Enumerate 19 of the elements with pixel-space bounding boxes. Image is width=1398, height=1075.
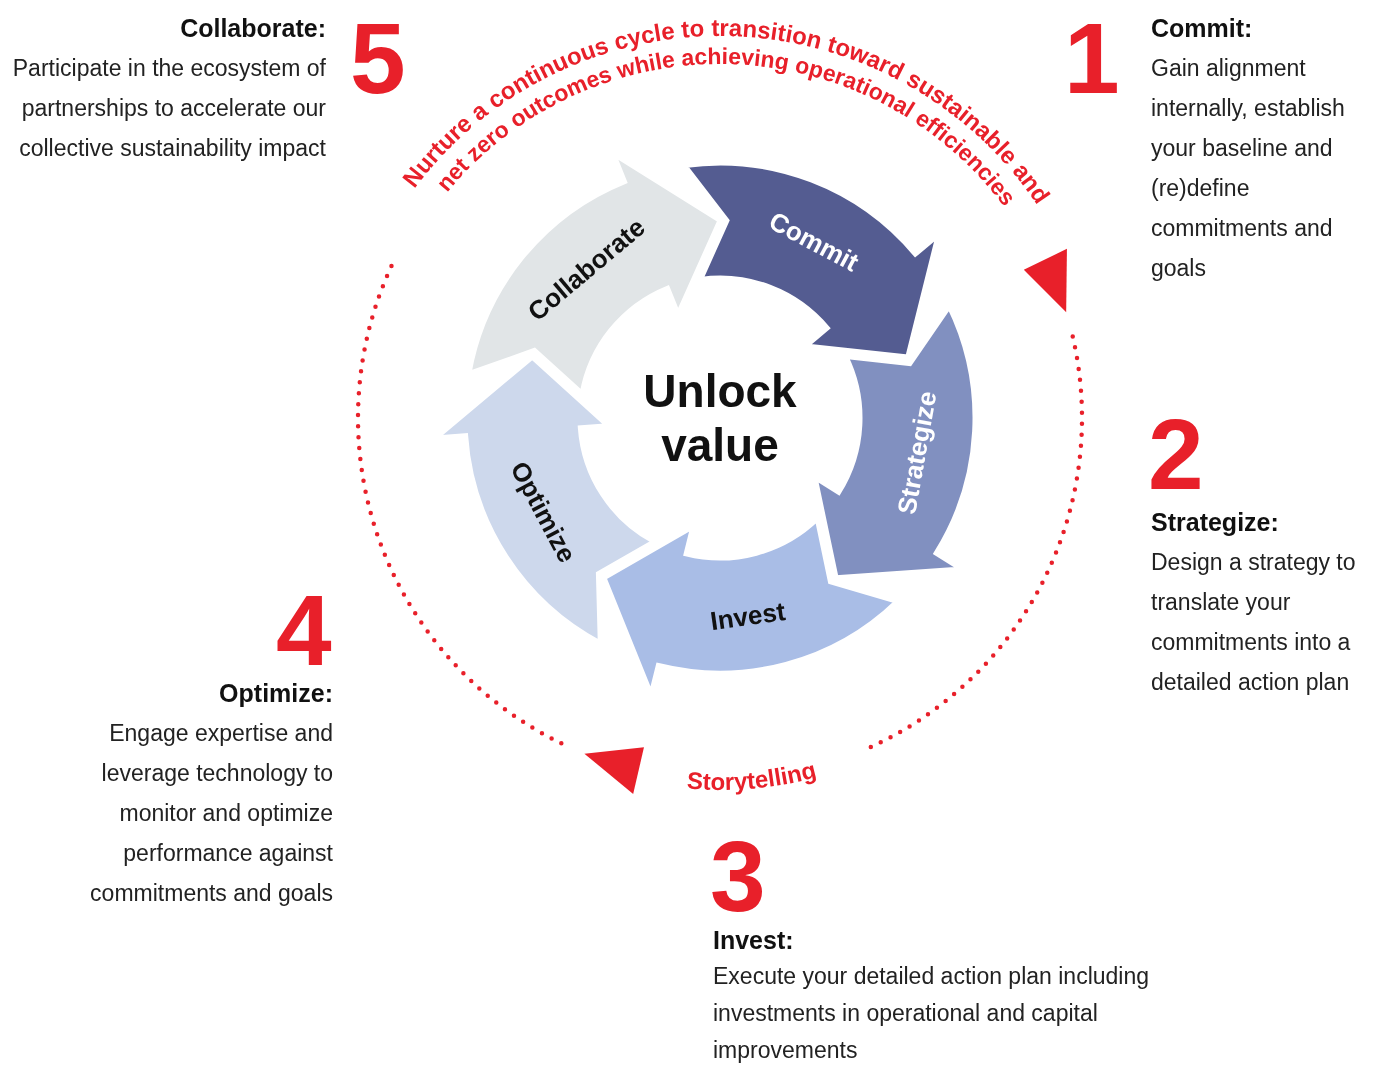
step-number: 2 <box>1148 404 1204 504</box>
description: Execute your detailed action plan including investments in operational and capital improvements <box>713 962 1150 1065</box>
description: Design a strategy to translate your commitments into a detailed action plan <box>1151 548 1357 697</box>
heading: Invest: <box>713 925 794 956</box>
step-number: 4 <box>276 580 332 680</box>
arrow-label: Invest <box>708 595 788 637</box>
description: Gain alignment internally, establish your baseline and (re)define commitments and goals <box>1151 54 1346 283</box>
heading: Collaborate: <box>179 13 326 44</box>
heading: Optimize: <box>218 678 333 709</box>
center-title: Unlock value <box>642 364 798 472</box>
step-number: 5 <box>350 8 406 108</box>
heading: Strategize: <box>1151 507 1279 538</box>
heading: Commit: <box>1151 13 1253 44</box>
step-number: 3 <box>710 826 766 926</box>
arc-label: Storytelling <box>686 755 819 796</box>
description: Engage expertise and leverage technology to monitor and optimize performance against commitments and goals <box>89 719 333 908</box>
description: Participate in the ecosystem of partnerships to accelerate our collective sustainability impact <box>11 54 326 163</box>
step-number: 1 <box>1064 8 1120 108</box>
arrow-label: Strategize <box>891 388 943 517</box>
